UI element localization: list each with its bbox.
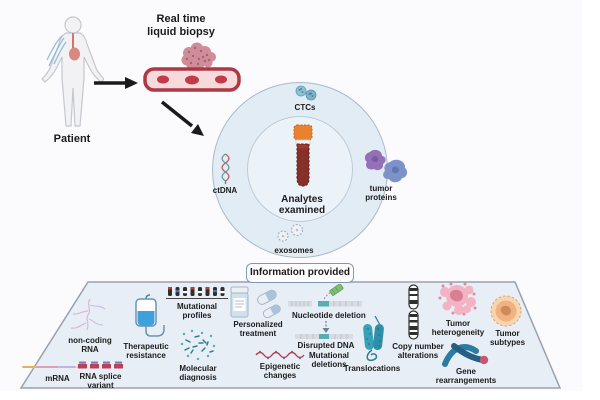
tumor-heterogeneity-icon [438, 282, 477, 316]
mutational-deletions-label: Mutational deletions [309, 351, 349, 370]
therapeutic-resistance-icon [135, 294, 165, 337]
biopsy-title: Real time liquid biopsy [147, 13, 215, 39]
copy-number-alterations-icon [408, 284, 419, 340]
dashed-down-arrow-icon [322, 321, 330, 333]
molecular-diagnosis-icon [180, 329, 216, 361]
tumor-heterogeneity-label: Tumor heterogeneity [431, 319, 485, 338]
therapeutic-resistance-label: Therapeutic resistance [123, 342, 169, 361]
translocations-icon [363, 316, 384, 362]
blood-vessel-tumor-icon [143, 42, 241, 92]
non-coding-rna-icon [70, 298, 106, 331]
mrna-label: mRNA [45, 374, 70, 383]
ctcs-icon [295, 85, 317, 101]
epigenetic-changes-icon [255, 350, 305, 360]
exosomes-label: exosomes [274, 246, 314, 255]
epigenetic-changes-label: Epigenetic changes [259, 362, 301, 381]
mutational-profiles-icon [166, 287, 228, 299]
tumor-subtypes-icon [490, 295, 522, 327]
personalized-treatment-label: Personalized treatment [233, 320, 283, 339]
ctcs-label: CTCs [294, 103, 316, 112]
copy-number-alterations-label: Copy number alterations [392, 342, 444, 361]
exosomes-icon [277, 223, 304, 242]
gene-rearrangements-icon [442, 343, 489, 367]
ctdna-label: ctDNA [212, 186, 238, 195]
nucleotide-deletion-icon [288, 284, 362, 307]
mutational-profiles-label: Mutational profiles [177, 302, 217, 321]
patient-icon [41, 16, 104, 127]
tumor-proteins-icon [364, 149, 408, 183]
information-provided-banner: Information provided [246, 263, 354, 283]
molecular-diagnosis-label: Molecular diagnosis [179, 364, 217, 383]
rna-splice-variant-icon [78, 361, 123, 369]
translocations-label: Translocations [343, 364, 401, 373]
ctdna-icon [221, 153, 230, 184]
disrupted-dna-icon [295, 334, 353, 339]
arrow-diagonal-icon [160, 100, 204, 136]
disrupted-dna-label: Disrupted DNA [297, 341, 355, 350]
patient-label: Patient [53, 133, 91, 145]
gene-rearrangements-label: Gene rearrangements [435, 367, 497, 386]
blood-tube-icon [293, 124, 313, 187]
analytes-examined-label: Analytes examined [278, 194, 326, 216]
non-coding-rna-label: non-coding RNA [68, 336, 112, 355]
nucleotide-deletion-label: Nucleotide deletion [292, 311, 366, 320]
arrow-right-icon [94, 77, 138, 89]
mrna-icon [22, 365, 80, 369]
rna-splice-variant-label: RNA splice variant [79, 372, 122, 391]
tumor-subtypes-label: Tumor subtypes [489, 329, 526, 348]
personalized-treatment-icon [230, 286, 281, 318]
tumor-proteins-label: tumor proteins [365, 184, 397, 203]
